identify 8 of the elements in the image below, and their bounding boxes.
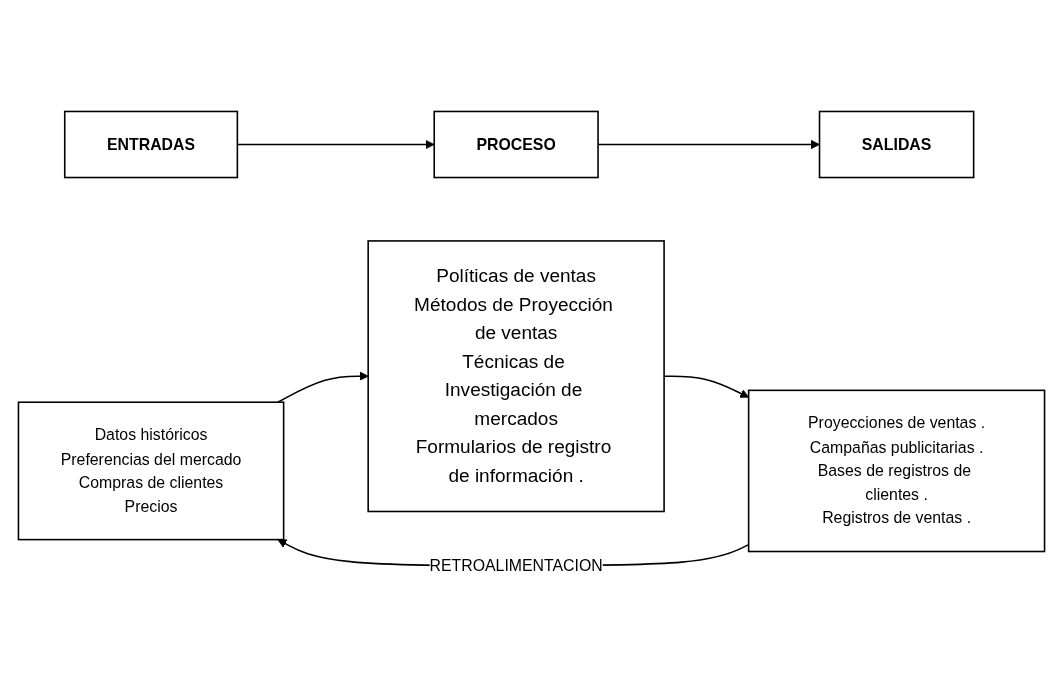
- arrow: [277, 371, 369, 404]
- node-box: SALIDAS: [818, 110, 975, 179]
- node-box: Políticas de ventas Métodos de Proyección de ventas Técnicas de Investigación de mercados Formularios de registro de información .: [367, 240, 665, 513]
- node-box: Datos históricos Preferencias del mercado Compras de clientes Precios: [17, 401, 285, 541]
- edge-label: RETROALIMENTACION: [429, 555, 603, 574]
- node-box: ENTRADAS: [63, 110, 239, 179]
- node-box: Proyecciones de ventas . Campañas publicitarias . Bases de registros de clientes . Registros de ventas .: [747, 389, 1046, 553]
- node-box: PROCESO: [433, 110, 599, 179]
